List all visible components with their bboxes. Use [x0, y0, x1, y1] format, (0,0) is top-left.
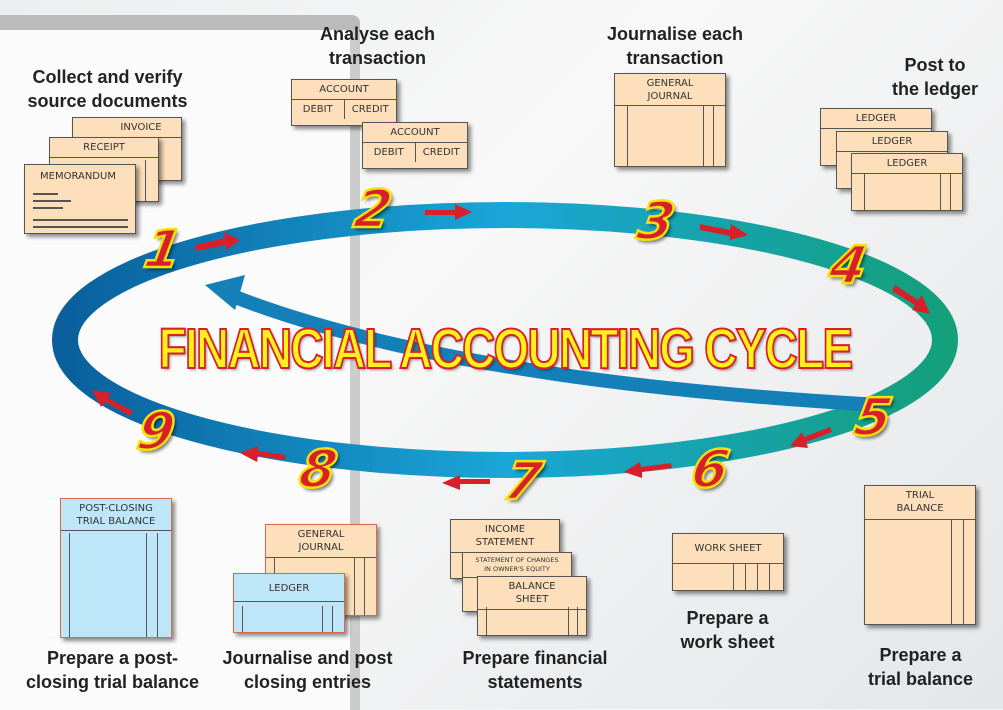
- doc-memorandum: MEMORANDUM: [24, 164, 136, 234]
- doc-title: INCOME STATEMENT: [451, 520, 559, 553]
- caption-step-3: Journalise each transaction: [606, 24, 744, 68]
- caption-step-5: Prepare a trial balance: [867, 645, 974, 689]
- arrow-5-6: [790, 427, 832, 448]
- caption-step-8: Journalise and post closing entries: [222, 648, 393, 692]
- cycle-ellipse: [52, 202, 958, 478]
- doc-title: LEDGER: [837, 132, 947, 152]
- doc-title: LEDGER: [234, 574, 344, 602]
- doc-title: ACCOUNT: [363, 123, 467, 143]
- credit-label: CREDIT: [422, 147, 460, 158]
- doc-title: STATEMENT OF CHANGES IN OWNER'S EQUITY: [463, 553, 571, 578]
- doc-balance-sheet: BALANCE SHEET: [477, 576, 587, 636]
- arrow-4-5: [892, 285, 930, 314]
- caption-step-4: Post to the ledger: [891, 55, 979, 99]
- doc-post-closing-trial-balance: POST-CLOSING TRIAL BALANCE: [60, 498, 172, 638]
- credit-label: CREDIT: [351, 104, 389, 115]
- doc-title: BALANCE SHEET: [478, 577, 586, 610]
- caption-step-2: Analyse each transaction: [319, 24, 436, 68]
- doc-title: ACCOUNT: [292, 80, 396, 100]
- caption-step-1: Collect and verify source documents: [27, 67, 188, 111]
- doc-trial-balance: TRIAL BALANCE: [864, 485, 976, 625]
- doc-title: WORK SHEET: [673, 534, 783, 564]
- doc-title: RECEIPT: [50, 138, 158, 158]
- arrow-9-1: [92, 390, 133, 416]
- diagram-title: FINANCIAL ACCOUNTING CYCLE: [158, 316, 854, 381]
- arrow-6-7: [624, 462, 672, 478]
- caption-step-6: Prepare a work sheet: [680, 608, 775, 652]
- arrow-8-9: [240, 446, 286, 462]
- arrow-1-2: [195, 232, 240, 251]
- doc-title: LEDGER: [852, 154, 962, 174]
- debit-label: DEBIT: [292, 100, 345, 119]
- doc-title: GENERAL JOURNAL: [266, 525, 376, 558]
- doc-ledger-closing: LEDGER: [233, 573, 345, 633]
- doc-general-journal: GENERAL JOURNAL: [614, 73, 726, 167]
- return-arrow: [227, 288, 881, 412]
- arrow-7-8: [442, 475, 490, 490]
- doc-title: INVOICE: [73, 118, 181, 138]
- caption-step-9: Prepare a post- closing trial balance: [25, 648, 200, 692]
- arrow-2-3: [425, 204, 472, 220]
- doc-title: LEDGER: [821, 109, 931, 129]
- arrow-3-4: [700, 224, 748, 240]
- doc-ledger-3: LEDGER: [851, 153, 963, 211]
- doc-title: MEMORANDUM: [40, 171, 116, 182]
- debit-label: DEBIT: [363, 143, 416, 162]
- return-arrowhead: [205, 275, 245, 310]
- caption-step-7: Prepare financial statements: [462, 648, 608, 692]
- doc-work-sheet: WORK SHEET: [672, 533, 784, 591]
- step-arrows: [92, 204, 930, 490]
- doc-title: POST-CLOSING TRIAL BALANCE: [61, 499, 171, 531]
- doc-title: TRIAL BALANCE: [865, 486, 975, 520]
- doc-title: GENERAL JOURNAL: [615, 74, 725, 106]
